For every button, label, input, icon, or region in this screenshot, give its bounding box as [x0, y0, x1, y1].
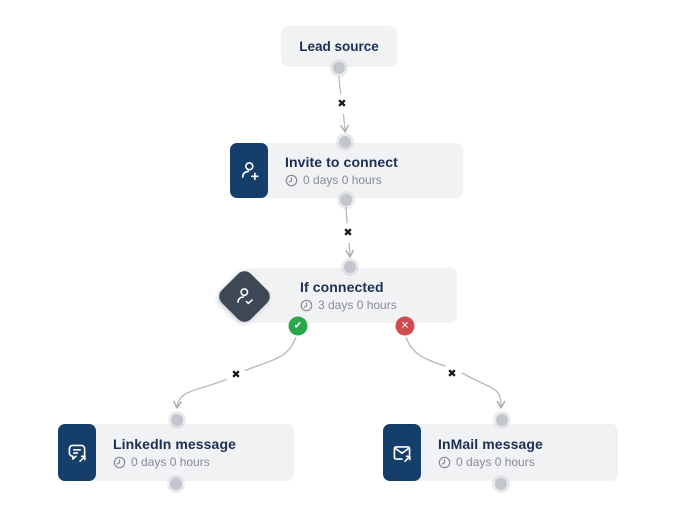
mail-send-icon — [383, 424, 421, 481]
node-title: If connected — [300, 279, 384, 295]
node-delay: 0 days 0 hours — [303, 173, 382, 187]
connector-dot[interactable] — [333, 62, 345, 74]
node-if-connected[interactable]: If connected 3 days 0 hours — [243, 268, 457, 323]
connector-dot[interactable] — [339, 136, 351, 148]
clock-icon — [113, 456, 126, 468]
node-invite-to-connect[interactable]: Invite to connect 0 days 0 hours — [230, 143, 463, 198]
person-check-icon — [215, 267, 274, 326]
connector-dot[interactable] — [340, 194, 352, 206]
node-delay: 3 days 0 hours — [318, 298, 397, 312]
connector-dot[interactable] — [344, 261, 356, 273]
edge-delete-icon[interactable]: ✖ — [338, 223, 358, 243]
branch-yes-badge[interactable]: ✔ — [288, 316, 308, 336]
clock-icon — [285, 174, 298, 186]
node-title: Invite to connect — [285, 154, 398, 170]
clock-icon — [300, 299, 313, 311]
node-delay: 0 days 0 hours — [131, 455, 210, 469]
node-delay: 0 days 0 hours — [456, 455, 535, 469]
node-linkedin-message[interactable]: LinkedIn message 0 days 0 hours — [58, 424, 294, 481]
connector-dot[interactable] — [171, 414, 183, 426]
connector-dot[interactable] — [496, 414, 508, 426]
clock-icon — [438, 456, 451, 468]
node-inmail-message[interactable]: InMail message 0 days 0 hours — [383, 424, 618, 481]
branch-no-badge[interactable]: ✕ — [395, 316, 415, 336]
edge-delete-icon[interactable]: ✖ — [226, 365, 246, 385]
node-title: LinkedIn message — [113, 436, 236, 452]
edge-delete-icon[interactable]: ✖ — [442, 364, 462, 384]
edge-delete-icon[interactable]: ✖ — [332, 94, 352, 114]
node-lead-source[interactable]: Lead source — [281, 26, 397, 67]
connector-dot[interactable] — [170, 478, 182, 490]
person-add-icon — [230, 143, 268, 198]
connector-dot[interactable] — [495, 478, 507, 490]
node-title: InMail message — [438, 436, 543, 452]
chat-send-icon — [58, 424, 96, 481]
